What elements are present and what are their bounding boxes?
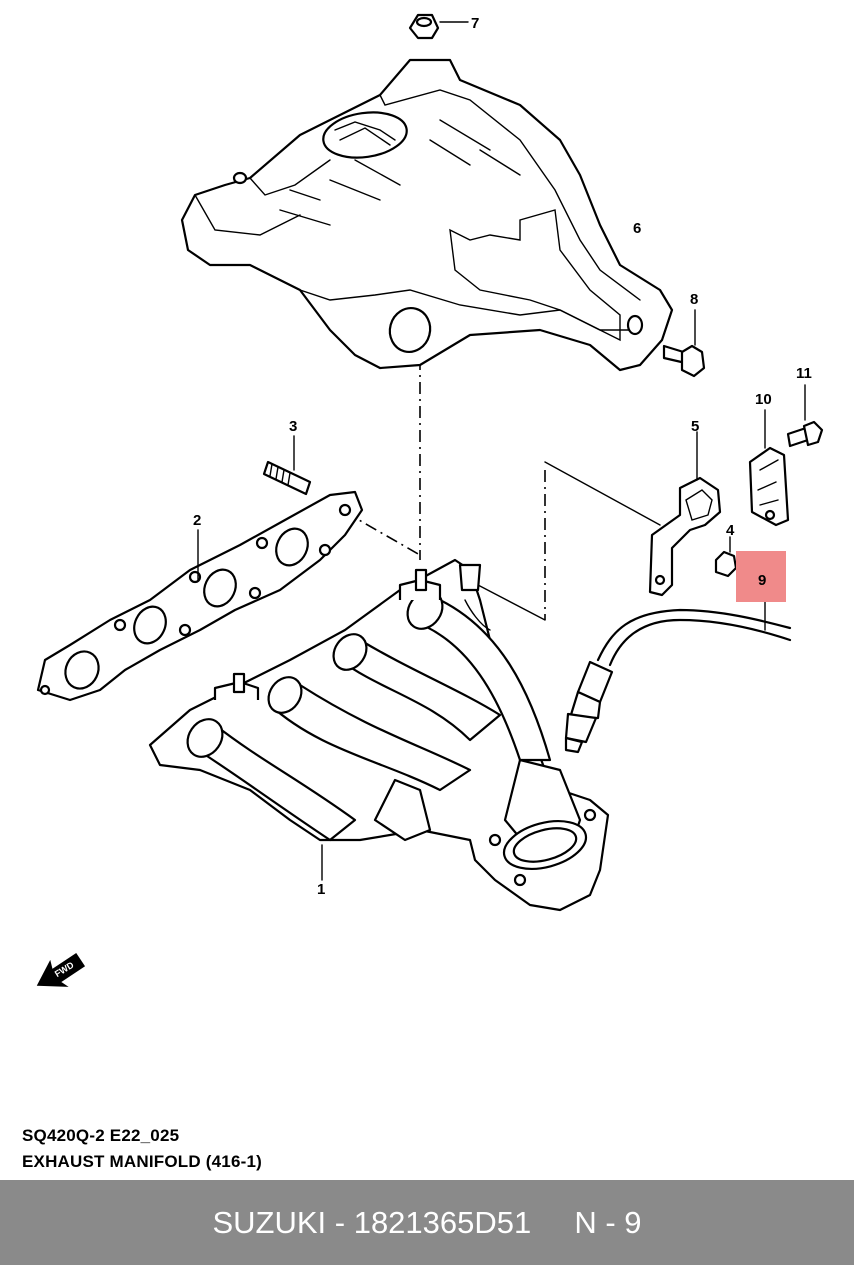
exhaust-manifold-part-1 [148, 558, 610, 912]
footer-bar: SUZUKI - 1821365D51 N - 9 [0, 1180, 854, 1265]
centerline-stud [344, 511, 421, 556]
bolt-part-8 [662, 309, 706, 378]
diagram-code: SQ420Q-2 E22_025 [22, 1126, 180, 1145]
nut-part-7 [408, 13, 469, 40]
bracket-part-5 [648, 431, 722, 597]
callout-8: 8 [690, 291, 698, 308]
footer-part-number: 1821365D51 [353, 1204, 532, 1240]
fwd-arrow-icon: FWD [36, 952, 86, 987]
highlight-box-part-9 [736, 551, 786, 602]
callout-3: 3 [289, 418, 297, 435]
callout-5: 5 [691, 418, 699, 435]
bracket-part-10 [748, 409, 790, 527]
callout-6: 6 [633, 220, 641, 237]
callout-4: 4 [726, 522, 735, 539]
exhaust-manifold-diagram: 7 6 8 11 10 3 5 2 4 9 1 FWD [36, 13, 824, 987]
callout-10: 10 [755, 391, 772, 408]
footer-gap [531, 1205, 574, 1241]
callout-7: 7 [471, 15, 479, 32]
oxygen-sensor-part-9 [564, 599, 792, 754]
stud-part-3 [262, 435, 312, 496]
callout-1: 1 [317, 881, 325, 898]
callout-11: 11 [796, 365, 812, 382]
diagram-title: EXHAUST MANIFOLD (416-1) [22, 1152, 262, 1171]
gasket-part-2 [36, 490, 364, 702]
callout-2: 2 [193, 512, 201, 529]
bolt-part-11 [786, 384, 824, 448]
nut-part-4 [714, 536, 738, 578]
footer-position: N - 9 [574, 1204, 642, 1240]
footer-sep-1: - [326, 1204, 354, 1240]
callout-9: 9 [758, 572, 766, 589]
leader-bracket [477, 461, 661, 621]
heat-shield-part-6 [180, 58, 674, 372]
footer-brand: SUZUKI [212, 1204, 327, 1240]
